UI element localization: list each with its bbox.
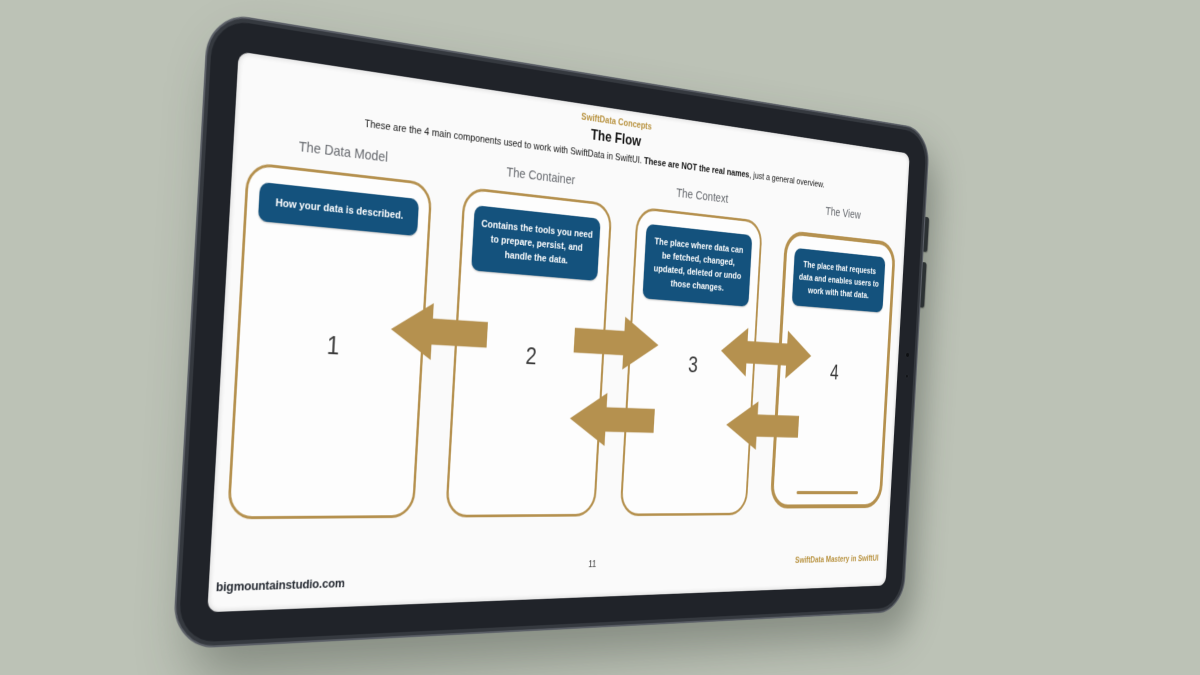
front-camera-icon	[905, 352, 910, 358]
tablet-bezel: SwiftData Concepts The Flow These are th…	[172, 10, 930, 649]
camera-sensor-icon	[905, 374, 908, 379]
tablet-device: SwiftData Concepts The Flow These are th…	[172, 10, 930, 649]
container-description: Contains the tools you need to prepare, …	[471, 205, 600, 281]
website-footer: bigmountainstudio.com	[216, 576, 346, 594]
tablet-screen: SwiftData Concepts The Flow These are th…	[207, 51, 909, 612]
presentation-slide: SwiftData Concepts The Flow These are th…	[207, 51, 909, 612]
context-description: The place where data can be fetched, cha…	[642, 224, 752, 307]
card-heading: The View	[786, 200, 898, 229]
book-title-footer: SwiftData Mastery in SwiftUI	[795, 554, 879, 566]
phone-home-indicator	[797, 491, 859, 494]
view-description: The place that requests data and enables…	[792, 248, 886, 313]
step-number: 1	[239, 326, 422, 365]
data-model-description: How your data is described.	[258, 182, 419, 236]
data-model-card: How your data is described. 1	[227, 162, 433, 520]
